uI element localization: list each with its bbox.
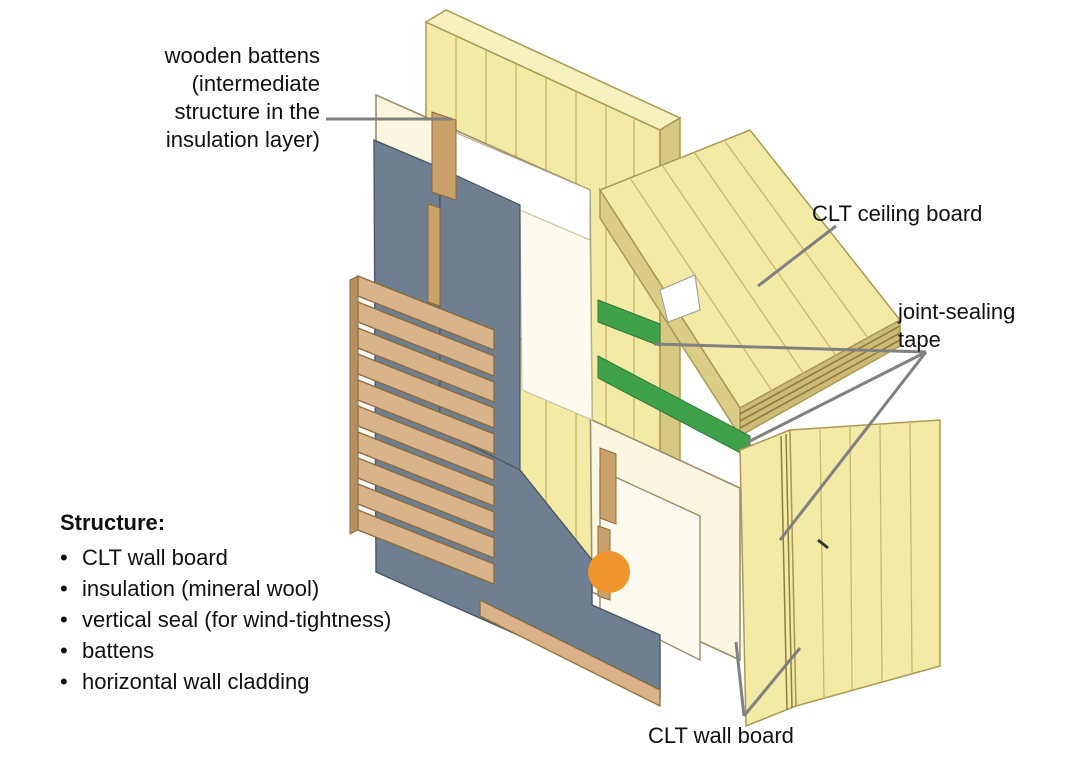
structure-item: horizontal wall cladding — [60, 666, 480, 697]
marker-dot — [588, 551, 630, 593]
clt-wall-board-front — [739, 419, 941, 728]
label-wooden-battens-line-1: wooden battens — [164, 43, 320, 68]
structure-item: vertical seal (for wind-tightness) — [60, 604, 480, 635]
structure-title: Structure: — [60, 510, 166, 535]
label-wooden-battens-line-3: structure in the — [174, 99, 320, 124]
label-clt-wall-board: CLT wall board — [648, 723, 794, 748]
label-joint-sealing-tape-line-2: tape — [898, 327, 941, 352]
structure-item: CLT wall board — [60, 542, 480, 573]
label-wooden-battens: wooden battens (intermediate structure i… — [60, 42, 320, 154]
label-wooden-battens-line-4: insulation layer) — [165, 127, 320, 152]
structure-item: insulation (mineral wool) — [60, 573, 480, 604]
label-wooden-battens-line-2: (intermediate — [191, 71, 320, 96]
structure-list: CLT wall board insulation (mineral wool)… — [60, 542, 480, 697]
label-joint-sealing-tape: joint-sealing tape — [898, 298, 1088, 354]
label-joint-sealing-tape-line-1: joint-sealing — [898, 299, 1016, 324]
label-clt-ceiling-board: CLT ceiling board — [812, 201, 983, 226]
structure-item: battens — [60, 635, 480, 666]
leader-lines — [326, 117, 928, 717]
wooden-battens — [427, 111, 617, 601]
structure-legend: Structure: CLT wall board insulation (mi… — [60, 508, 480, 697]
